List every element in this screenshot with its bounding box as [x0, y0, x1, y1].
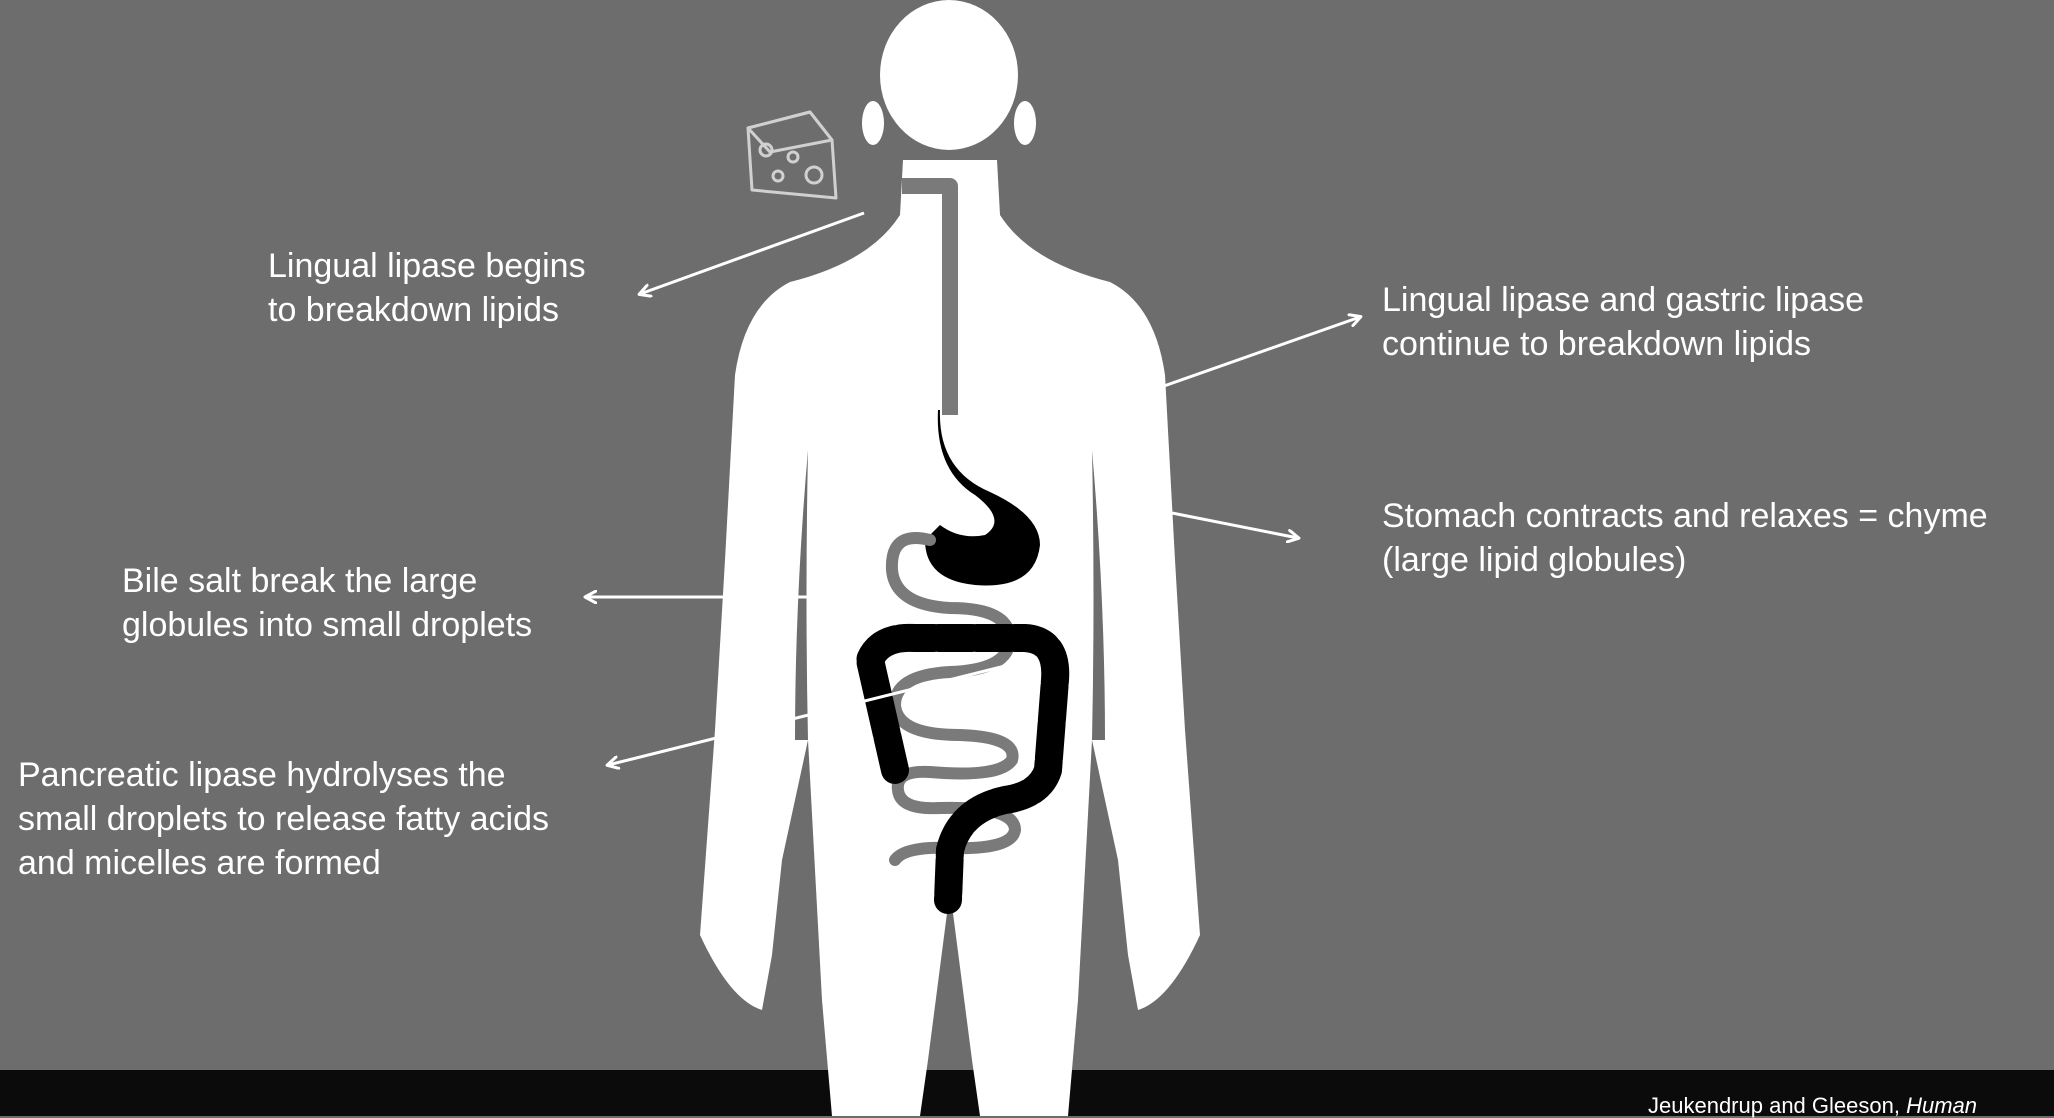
annotation-bile-line-1: Bile salt break the large [122, 559, 532, 603]
annotation-pancreatic-line-1: Pancreatic lipase hydrolyses the [18, 753, 549, 797]
annotation-stomach: Lingual lipase and gastric lipase contin… [1382, 278, 1864, 366]
right-ear [1014, 101, 1036, 145]
annotation-stomach-line-2: continue to breakdown lipids [1382, 322, 1864, 366]
citation: Jeukendrup and Gleeson, Human [1648, 1094, 1977, 1118]
annotation-pancreatic: Pancreatic lipase hydrolyses the small d… [18, 753, 549, 885]
cheese-icon [748, 112, 836, 198]
annotation-chyme-line-1: Stomach contracts and relaxes = chyme [1382, 494, 1988, 538]
arrow-stomach [1164, 317, 1360, 386]
citation-authors: Jeukendrup and Gleeson, [1648, 1093, 1906, 1118]
annotation-stomach-line-1: Lingual lipase and gastric lipase [1382, 278, 1864, 322]
annotation-chyme-line-2: (large lipid globules) [1382, 538, 1988, 582]
citation-title: Human [1906, 1093, 1977, 1118]
annotation-pancreatic-line-2: small droplets to release fatty acids [18, 797, 549, 841]
annotation-bile-line-2: globules into small droplets [122, 603, 532, 647]
annotation-bile: Bile salt break the large globules into … [122, 559, 532, 647]
annotation-chyme: Stomach contracts and relaxes = chyme (l… [1382, 494, 1988, 582]
arrow-chyme [1172, 513, 1298, 538]
annotation-pancreatic-line-3: and micelles are formed [18, 841, 549, 885]
annotation-mouth-line-1: Lingual lipase begins [268, 244, 586, 288]
annotation-mouth-line-2: to breakdown lipids [268, 288, 586, 332]
left-ear [862, 101, 884, 145]
annotation-mouth: Lingual lipase begins to breakdown lipid… [268, 244, 586, 332]
head [880, 0, 1018, 150]
